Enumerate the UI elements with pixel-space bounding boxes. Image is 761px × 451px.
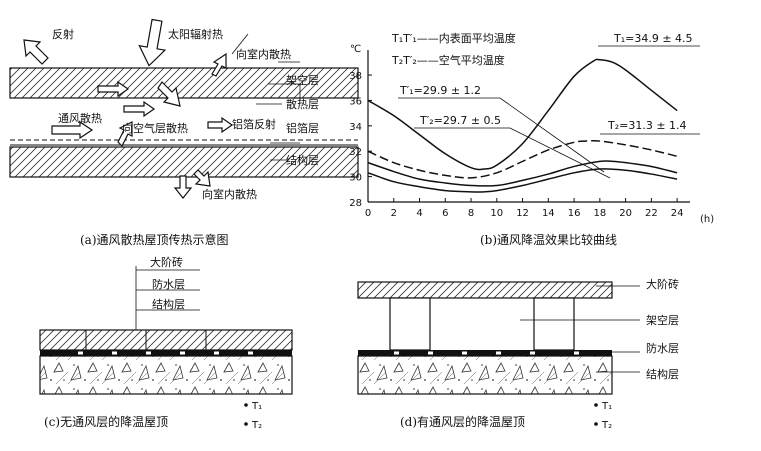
series-line-1 [367, 139, 678, 179]
vent-arrow-2-icon [123, 100, 156, 118]
annot-t2p: T′₂=29.7 ± 0.5 [419, 114, 501, 127]
label-overhead-d: 架空层 [646, 313, 679, 327]
panel-a-heat-transfer-diagram: 反射 太阳辐射热 向室内散热 架空层 散热层 通风散热 向空气层散热 铝箔反射 … [9, 18, 359, 247]
series-line-2 [367, 160, 678, 187]
label-waterproof-c: 防水层 [152, 277, 185, 291]
label-to-air: 向空气层散热 [122, 121, 188, 135]
caption-a: (a)通风散热屋顶传热示意图 [80, 232, 229, 247]
t1-marker-c [244, 403, 248, 407]
annot-t1p: T′₁=29.9 ± 1.2 [399, 84, 481, 97]
series-line-0 [367, 58, 678, 171]
x-tick-label: 4 [416, 208, 422, 219]
annot-t1p-leader [398, 97, 605, 173]
waterproof-layer-d [358, 350, 612, 356]
annot-t2: T₂=31.3 ± 1.4 [607, 119, 687, 132]
t2-marker-d [594, 422, 598, 426]
annot-t1: T₁=34.9 ± 4.5 [613, 32, 693, 45]
x-axis-unit: (h) [700, 214, 714, 225]
air-layer-arrow-icon [117, 121, 133, 148]
structure-layer-c [39, 355, 293, 395]
x-tick-label: 24 [671, 208, 684, 219]
legend-t1: T₁T′₁——内表面平均温度 [391, 31, 516, 45]
x-tick-label: 18 [593, 208, 606, 219]
label-brick-d: 大阶砖 [646, 277, 679, 291]
label-to-indoor-bottom: 向室内散热 [202, 187, 257, 201]
y-tick-label: 28 [349, 198, 362, 209]
down-arrow-2-icon [193, 169, 211, 187]
chart-lines [367, 58, 678, 193]
label-overhead: 架空层 [286, 73, 319, 87]
label-al-layer: 铝箔层 [286, 121, 319, 135]
panel-d-roof-with-ventilation: 大阶砖 架空层 防水层 结构层 T₁ T₂ (d)有通风层的降温屋顶 [357, 277, 679, 431]
series-line-3 [367, 168, 678, 193]
label-t2-d: T₂ [601, 420, 612, 431]
y-tick-label: 34 [349, 122, 362, 133]
x-tick-label: 0 [365, 208, 371, 219]
y-tick-label: 30 [349, 173, 362, 184]
legend-t2: T₂T′₂——空气平均温度 [391, 53, 505, 67]
panel-c-roof-no-ventilation: 大阶砖 防水层 结构层 T₁ T₂ (c)无通风层的降温屋顶 [39, 255, 293, 431]
reflect-arrow-icon [23, 39, 49, 65]
x-tick-label: 12 [516, 208, 529, 219]
label-reflect: 反射 [52, 27, 74, 41]
y-tick-label: 36 [349, 96, 362, 107]
structure-slab [9, 146, 359, 178]
x-tick-label: 20 [619, 208, 632, 219]
solar-diagonal-arrow-icon [157, 81, 181, 107]
x-tick-label: 6 [442, 208, 448, 219]
waterproof-layer-c [40, 350, 292, 356]
support-pier-1 [389, 297, 431, 351]
label-heat-layer: 散热层 [286, 97, 319, 111]
indoor-up-arrow-icon [211, 52, 227, 77]
down-arrow-1-icon [173, 175, 193, 199]
support-pier-2 [533, 297, 575, 351]
label-waterproof-d: 防水层 [646, 341, 679, 355]
label-solar: 太阳辐射热 [168, 27, 223, 41]
brick-layer-d [357, 281, 613, 299]
x-tick-label: 14 [542, 208, 555, 219]
label-structure-c: 结构层 [152, 297, 185, 311]
label-ventilation: 通风散热 [58, 111, 102, 125]
x-tick-label: 2 [391, 208, 397, 219]
t1-marker-d [594, 403, 598, 407]
label-to-indoor-top: 向室内散热 [236, 47, 291, 61]
brick-layer-c [39, 329, 293, 351]
y-tick-label: 32 [349, 147, 362, 158]
caption-b: (b)通风降温效果比较曲线 [480, 232, 617, 247]
label-structure-a: 结构层 [286, 153, 319, 167]
label-structure-d: 结构层 [646, 367, 679, 381]
caption-c: (c)无通风层的降温屋顶 [44, 414, 168, 429]
x-tick-label: 22 [645, 208, 658, 219]
caption-d: (d)有通风层的降温屋顶 [400, 414, 525, 429]
x-tick-label: 8 [468, 208, 474, 219]
label-t1-c: T₁ [251, 401, 262, 412]
annot-t2p-leader [414, 127, 611, 179]
x-tick-label: 10 [490, 208, 503, 219]
label-t1-d: T₁ [601, 401, 612, 412]
vent-arrow-icon [97, 80, 130, 98]
vent-arrow-3-icon [51, 120, 94, 140]
t2-marker-c [244, 422, 248, 426]
y-tick-label: 38 [349, 71, 362, 82]
x-tick-label: 16 [568, 208, 581, 219]
label-brick-c: 大阶砖 [150, 255, 183, 269]
y-axis-unit: ℃ [350, 44, 361, 55]
structure-layer-d [357, 355, 613, 395]
label-al-reflect: 铝箔反射 [232, 117, 276, 131]
solar-arrow-icon [138, 18, 167, 67]
label-t2-c: T₂ [251, 420, 262, 431]
foil-reflect-arrow-icon [207, 116, 234, 134]
